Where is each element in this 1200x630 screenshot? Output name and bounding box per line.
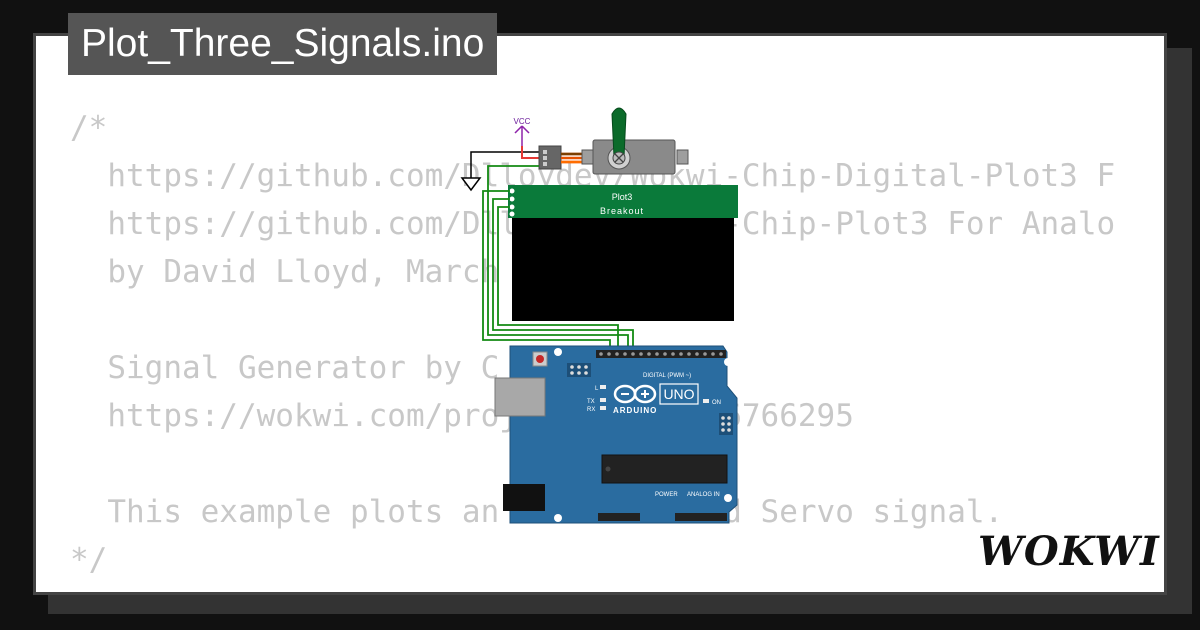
power-jack (503, 484, 545, 511)
header-pin (607, 352, 611, 356)
header-pin (663, 352, 667, 356)
ground-symbol (460, 151, 542, 192)
arduino-uno-board: DIGITAL (PWM ~) L TX RX UNO ARDUINO ON P… (494, 345, 738, 524)
code-line: */ (70, 542, 108, 578)
header-pin (711, 352, 715, 356)
code-line: This example plots an and Servo signal. (107, 494, 1004, 530)
tx-led-label: TX (587, 399, 595, 405)
servo-motor (581, 107, 689, 175)
power-label: POWER (655, 492, 678, 498)
vcc-label: VCC (514, 117, 531, 126)
code-line: by David Lloyd, March (70, 254, 500, 290)
plot3-subtitle: Breakout (600, 206, 644, 216)
header-pin (679, 352, 683, 356)
header-pin (623, 352, 627, 356)
reset-button (536, 355, 544, 363)
code-line: /* (70, 110, 108, 146)
plot3-breakout: Plot3 Breakout (508, 185, 738, 321)
header-pin (639, 352, 643, 356)
header-pin (615, 352, 619, 356)
vcc-symbol: VCC (514, 117, 543, 159)
signal-wires (482, 165, 634, 350)
wokwi-logo: WOKWI (978, 528, 1160, 575)
circuit-diagram: VCC Plot3 Breakout (460, 107, 738, 524)
analog-label: ANALOG IN (687, 492, 720, 498)
header-pin (703, 352, 707, 356)
code-line: #include <Servo.h> (70, 584, 1115, 592)
rx-led-label: RX (587, 407, 595, 413)
on-led-label: ON (712, 400, 721, 406)
code-line: Signal Generator by C (70, 350, 500, 386)
usb-port (494, 377, 546, 417)
header-pin (695, 352, 699, 356)
header-pin (655, 352, 659, 356)
header-pin (631, 352, 635, 356)
board-brand: ARDUINO (613, 406, 657, 415)
plot3-display (512, 218, 734, 321)
header-pin (671, 352, 675, 356)
arduino-logo: UNO ARDUINO (613, 383, 699, 415)
atmega-chip (601, 454, 728, 484)
l-led-label: L (595, 386, 599, 392)
header-pin (647, 352, 651, 356)
header-pin (687, 352, 691, 356)
plot3-title: Plot3 (612, 192, 633, 202)
project-title: Plot_Three_Signals.ino (68, 13, 498, 75)
board-model: UNO (663, 386, 694, 402)
digital-label: DIGITAL (PWM ~) (643, 373, 691, 379)
header-pin (719, 352, 723, 356)
header-pin (599, 352, 603, 356)
